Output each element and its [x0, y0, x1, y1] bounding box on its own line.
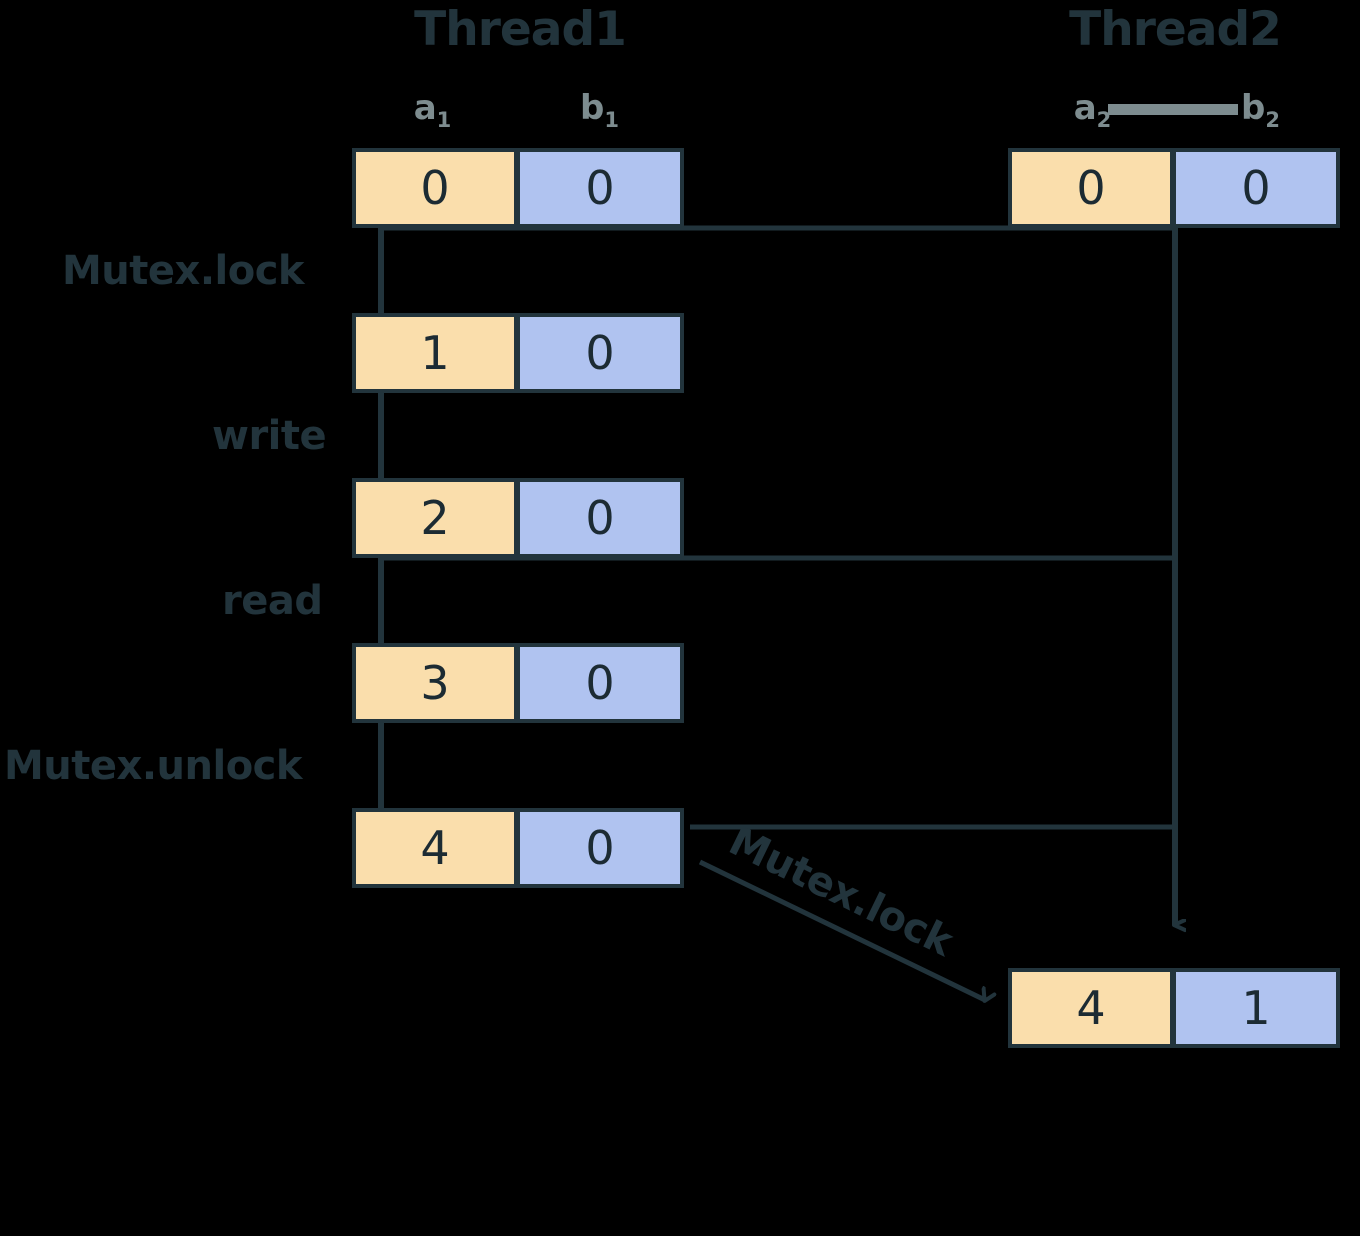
thread2-cell-b-1: 1	[1174, 968, 1340, 1048]
thread2-cell-a-0: 0	[1008, 148, 1174, 228]
thread1-state-row-1: 1 0	[352, 313, 684, 393]
op-label-read: read	[222, 578, 323, 624]
thread1-cell-a-2: 2	[352, 478, 518, 558]
thread1-cell-b-1: 0	[518, 313, 684, 393]
thread2-var-b-label: b2	[1241, 88, 1280, 132]
thread2-title: Thread2	[1069, 2, 1282, 57]
thread2-label-connector-bar	[1108, 104, 1238, 115]
thread1-cell-b-2: 0	[518, 478, 684, 558]
thread1-cell-a-4: 4	[352, 808, 518, 888]
thread2-cell-b-0: 0	[1174, 148, 1340, 228]
thread2-var-a-label: a2	[1073, 88, 1112, 132]
thread1-cell-a-0: 0	[352, 148, 518, 228]
thread2-state-row-1: 4 1	[1008, 968, 1340, 1048]
thread1-state-row-2: 2 0	[352, 478, 684, 558]
op-label-mutex-lock: Mutex.lock	[62, 248, 305, 294]
thread1-cell-b-3: 0	[518, 643, 684, 723]
thread1-var-a-label: a1	[413, 88, 452, 132]
sync-connector-lines	[381, 225, 1175, 830]
thread2-cell-a-1: 4	[1008, 968, 1174, 1048]
thread1-cell-b-4: 0	[518, 808, 684, 888]
thread1-var-b-label: b1	[580, 88, 619, 132]
op-label-mutex-unlock: Mutex.unlock	[4, 743, 302, 789]
thread1-state-row-4: 4 0	[352, 808, 684, 888]
thread1-state-row-0: 0 0	[352, 148, 684, 228]
op-label-write: write	[212, 413, 327, 459]
thread1-state-row-3: 3 0	[352, 643, 684, 723]
thread1-cell-a-1: 1	[352, 313, 518, 393]
thread1-cell-b-0: 0	[518, 148, 684, 228]
thread1-title: Thread1	[414, 2, 627, 57]
thread2-state-row-0: 0 0	[1008, 148, 1340, 228]
mutex-lock-diagonal-arrow	[698, 859, 985, 1000]
thread1-cell-a-3: 3	[352, 643, 518, 723]
